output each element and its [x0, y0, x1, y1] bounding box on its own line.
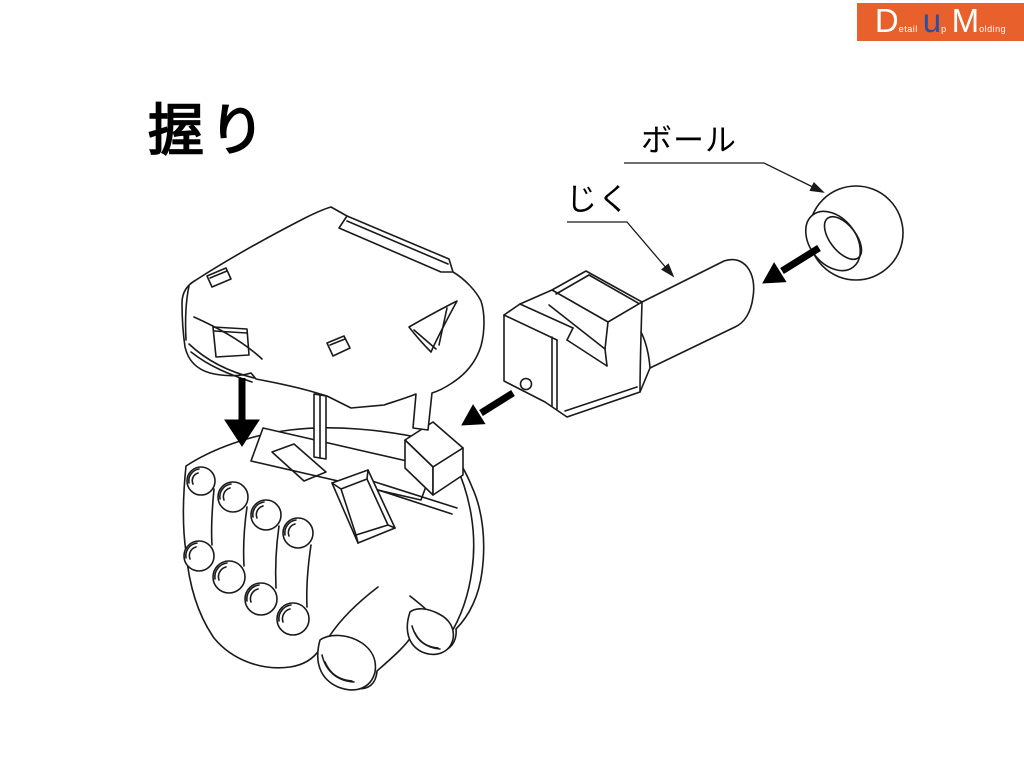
down-arrow [224, 378, 260, 447]
ball-part [804, 185, 904, 281]
logo-letter-u: u [922, 2, 942, 39]
logo-word-olding: olding [979, 24, 1007, 34]
small-slot [326, 335, 351, 357]
fist-grip-assembly [182, 421, 485, 691]
page-title: 握り [148, 99, 270, 162]
side-triangle-opening [408, 300, 458, 353]
label-shaft: じく [566, 182, 630, 217]
wrist-curve [442, 462, 475, 646]
cover-outline [181, 206, 485, 431]
finger-line [210, 488, 215, 546]
shaft-leader [567, 221, 675, 278]
mouth-curve [193, 316, 263, 360]
bracket-slot [271, 443, 327, 482]
connector-bracket [250, 421, 464, 544]
palm-cutouts [316, 608, 455, 691]
logo-letter-d: D [874, 2, 899, 39]
logo-word-etail: etail [898, 24, 918, 34]
top-recess [338, 215, 454, 273]
ball-hole-bore [823, 215, 863, 261]
finger-line [242, 506, 248, 567]
ball-to-shaft-arrow [762, 245, 821, 284]
pin-hole [519, 377, 533, 391]
clevis-shaft-part [503, 258, 755, 418]
pocket-box [331, 469, 396, 544]
upper-knuckles [186, 466, 314, 549]
notch-window [212, 326, 250, 358]
small-slot [206, 267, 232, 288]
upper-cover-shell [181, 206, 485, 460]
label-leaders [567, 162, 825, 278]
finger-line [274, 525, 280, 589]
assembly-arrows [224, 245, 821, 447]
dum-logo: D etail u p M olding [857, 3, 1024, 41]
front-tab [313, 393, 327, 460]
logo-letter-p: p [941, 24, 947, 34]
ball-leader [624, 162, 825, 193]
clevis-outline [503, 258, 755, 418]
lower-knuckles [183, 540, 310, 636]
label-ball: ボール [641, 123, 737, 158]
finger-line [305, 544, 312, 608]
logo-letter-m: M [951, 2, 980, 39]
clevis-to-grip-arrow [461, 390, 515, 426]
cube-post [404, 421, 464, 496]
